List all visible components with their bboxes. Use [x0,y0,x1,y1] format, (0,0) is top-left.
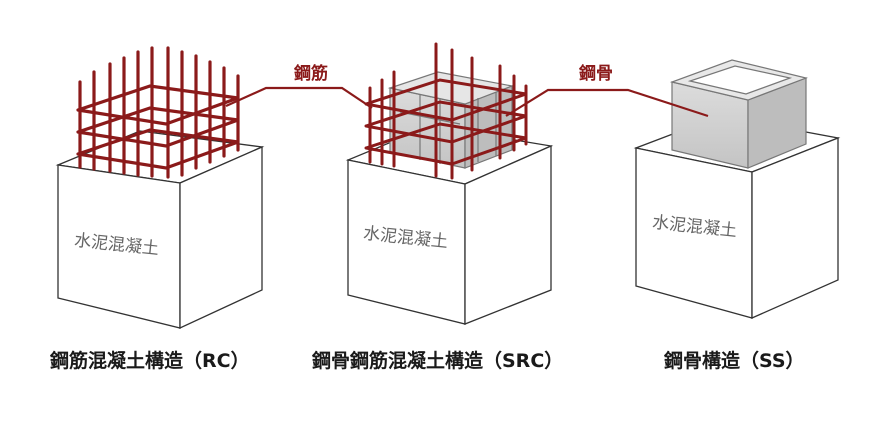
rebar-label: 鋼筋 [293,63,328,84]
steel-callout-lines [505,88,709,118]
steel-label: 鋼骨 [578,63,613,84]
ss-caption: 鋼骨構造（SS） [664,350,805,372]
rc-rebar-cage [76,46,240,179]
src-caption: 鋼骨鋼筋混凝土構造（SRC） [312,350,564,372]
rc-concrete-block [55,130,265,330]
rebar-callout-lines [225,86,373,109]
rc-caption: 鋼筋混凝土構造（RC） [50,350,250,372]
ss-steel-tube [669,59,809,169]
src-rebar-cage [364,42,528,180]
